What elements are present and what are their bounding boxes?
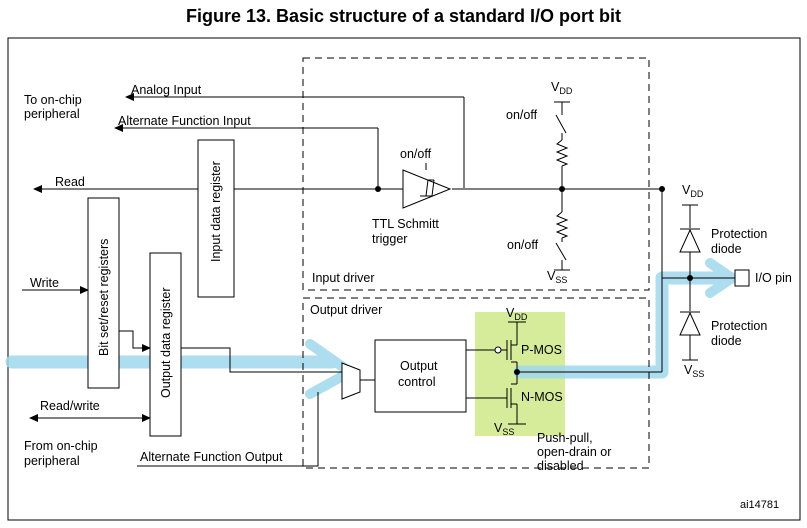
from-on-chip-label-2: peripheral [24,454,80,468]
figure-id-label: ai14781 [740,499,779,511]
n-mos-label: N-MOS [521,390,563,404]
output-data-register [149,252,182,437]
vdd-diode-label: VDD [682,183,704,199]
input-driver-box [302,57,650,291]
read-write-label: Read/write [40,399,100,413]
bit-set-reset-label: Bit set/reset registers [97,239,111,356]
from-on-chip-label-1: From on-chip [24,439,98,453]
protection-diode-top-label-1: Protection [711,227,767,241]
output-mux [341,362,361,400]
p-mos-label: P-MOS [521,343,562,357]
ttl-schmitt-label-2: trigger [372,232,407,246]
ttl-schmitt-label-1: TTL Schmitt [372,217,439,231]
alt-func-output-label: Alternate Function Output [140,450,283,464]
schmitt-trigger-icon [402,169,452,209]
vdd-top-label: VDD [551,80,573,96]
io-pin-label: I/O pin [755,271,792,285]
protection-diode-top-label-2: diode [711,242,742,256]
figure-title: Figure 13. Basic structure of a standard… [185,6,622,26]
output-driver-box [302,297,650,469]
vss-mos-label: VSS [494,421,514,437]
read-label: Read [55,175,85,189]
write-label: Write [30,276,59,290]
push-pull-label-1: Push-pull, [537,431,593,445]
output-control-label-1: Output [400,359,438,373]
bit-set-reset-registers [87,197,120,389]
protection-diode-bottom-icon [679,311,701,336]
protection-diode-bottom-label-2: diode [711,334,742,348]
n-mos-transistor [505,383,517,408]
output-control-box [374,339,467,413]
vss-input-label: VSS [547,269,567,285]
output-control-label-2: control [398,375,436,389]
to-on-chip-label-2: peripheral [24,107,80,121]
output-driver-label: Output driver [310,303,382,317]
output-data-register-label: Output data register [159,288,173,398]
push-pull-label-2: open-drain or [537,445,611,459]
input-data-register-label: Input data register [209,161,223,262]
vss-diode-label: VSS [684,363,704,379]
wires [22,93,735,467]
input-driver-label: Input driver [312,271,375,285]
on-off-top-label: on/off [506,108,538,122]
analog-input-label: Analog Input [131,83,202,97]
schmitt-on-off-label: on/off [400,147,432,161]
on-off-bottom-label: on/off [507,238,539,252]
protection-diode-bottom-label-1: Protection [711,319,767,333]
vdd-mos-label: VDD [506,306,528,322]
push-pull-label-3: disabled [537,459,584,473]
outer-frame [7,37,801,521]
input-data-register [197,139,235,298]
protection-diode-top-icon [679,228,701,253]
alt-func-input-label: Alternate Function Input [118,114,251,128]
to-on-chip-label-1: To on-chip [24,93,82,107]
io-pin-box [734,269,750,287]
junction-dots [375,186,693,375]
p-mos-transistor [494,340,517,363]
